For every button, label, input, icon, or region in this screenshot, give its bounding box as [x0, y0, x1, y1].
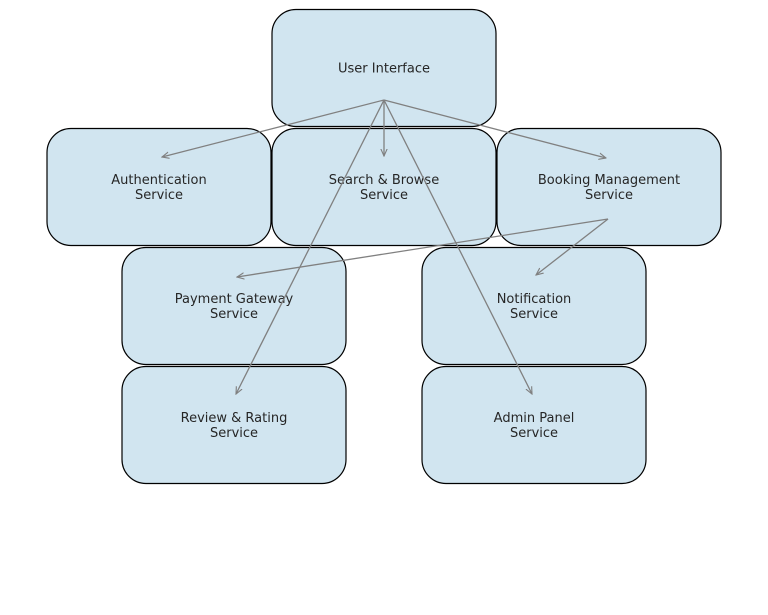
node-label-auth-line-1: Authentication	[111, 173, 206, 188]
node-box-payment	[121, 246, 347, 366]
node-box-admin	[421, 365, 647, 485]
arrow-ui-to-review	[236, 99, 385, 394]
node-label-admin-line-2: Service	[510, 426, 558, 441]
node-label-ui-line-1: User Interface	[338, 62, 430, 77]
node-label-admin-line-1: Admin Panel	[494, 411, 575, 426]
arrow-ui-to-auth	[162, 99, 385, 157]
node-box-notification	[421, 246, 647, 366]
edges-layer	[162, 99, 609, 394]
node-box-booking	[496, 127, 722, 247]
arrow-ui-to-booking	[383, 99, 606, 158]
node-label-review-line-2: Service	[210, 426, 258, 441]
node-label-notification-line-1: Notification	[497, 292, 572, 307]
node-ui: User Interface	[271, 8, 497, 128]
node-label-payment-line-2: Service	[210, 307, 258, 322]
node-label-auth-line-2: Service	[135, 188, 183, 203]
node-label-search-line-1: Search & Browse	[329, 173, 439, 188]
nodes-layer: User InterfaceAuthenticationServiceSearc…	[46, 8, 722, 485]
node-label-search-line-2: Service	[360, 188, 408, 203]
node-box-review	[121, 365, 347, 485]
arrow-ui-to-admin	[383, 99, 532, 394]
node-label-review-line-1: Review & Rating	[181, 411, 288, 426]
node-label-booking-line-2: Service	[585, 188, 633, 203]
node-label-booking-line-1: Booking Management	[538, 173, 680, 188]
arrow-booking-to-notification	[536, 218, 609, 275]
node-label-payment-line-1: Payment Gateway	[175, 292, 294, 307]
node-box-auth	[46, 127, 272, 247]
node-label-notification-line-2: Service	[510, 307, 558, 322]
arrow-booking-to-payment	[237, 218, 609, 277]
